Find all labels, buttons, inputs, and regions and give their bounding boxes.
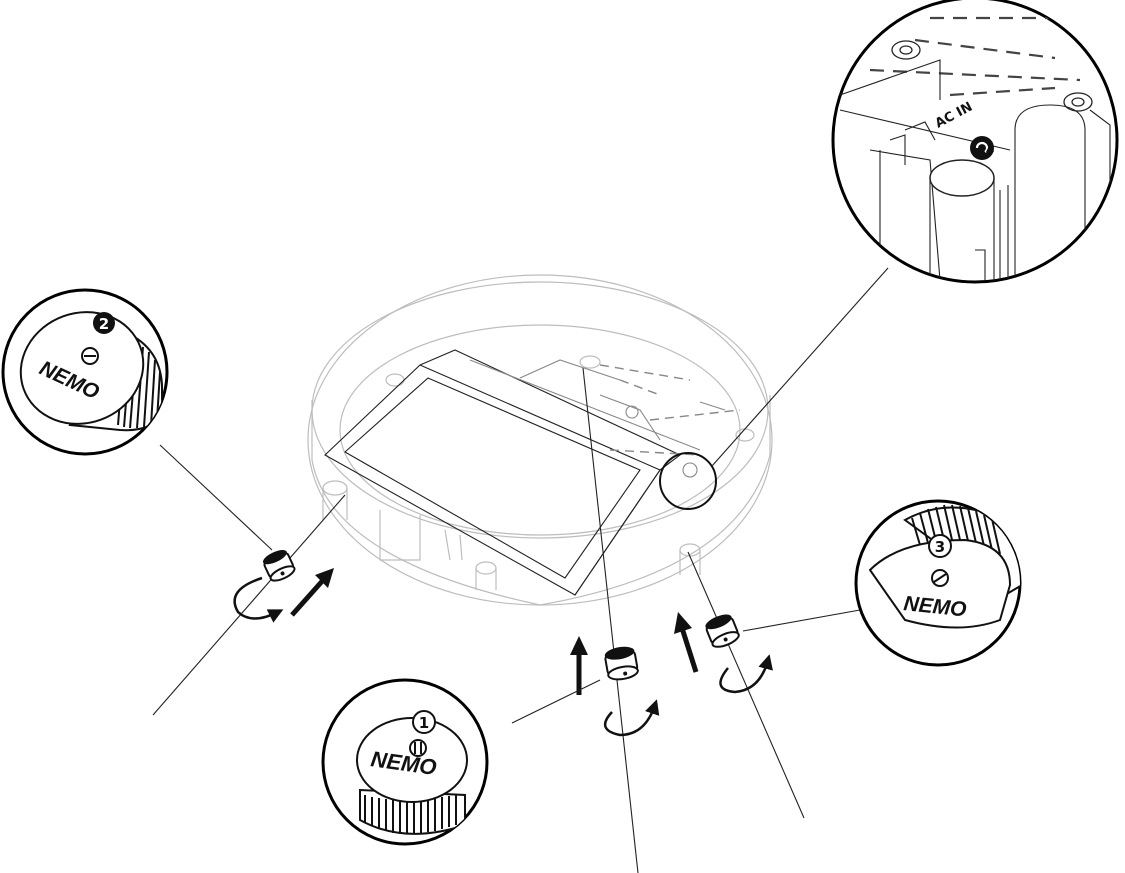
callout-screw-1: 1 NEMO [321, 678, 489, 846]
screw-2-small [262, 550, 296, 582]
ac-in-symbol-icon [970, 136, 994, 160]
screw-1-assembly [511, 367, 660, 873]
rotate-clockwise-icon [603, 699, 660, 737]
ac-in-highlight-circle [659, 452, 717, 510]
callout-screw-3: 3 NEMO [854, 499, 1022, 667]
screw-3-assembly [674, 551, 861, 819]
callout-2-number: 2 [99, 315, 109, 333]
screw-2-assembly [152, 444, 346, 716]
rotate-clockwise-icon [719, 654, 773, 694]
callout-screw-2: 2 NEMO [1, 288, 169, 456]
arrow-up-icon [290, 576, 327, 617]
base-housing [307, 274, 773, 606]
zoom-leader-line [711, 267, 889, 467]
rotate-clockwise-icon [233, 576, 284, 623]
screw-3-small [705, 614, 740, 648]
zoom-detail-ac-in: AC IN [831, 0, 1119, 284]
screw-1-small [604, 646, 639, 681]
callout-1-number: 1 [419, 714, 429, 732]
callout-3-number: 3 [935, 538, 945, 556]
arrow-up-icon [679, 627, 699, 673]
